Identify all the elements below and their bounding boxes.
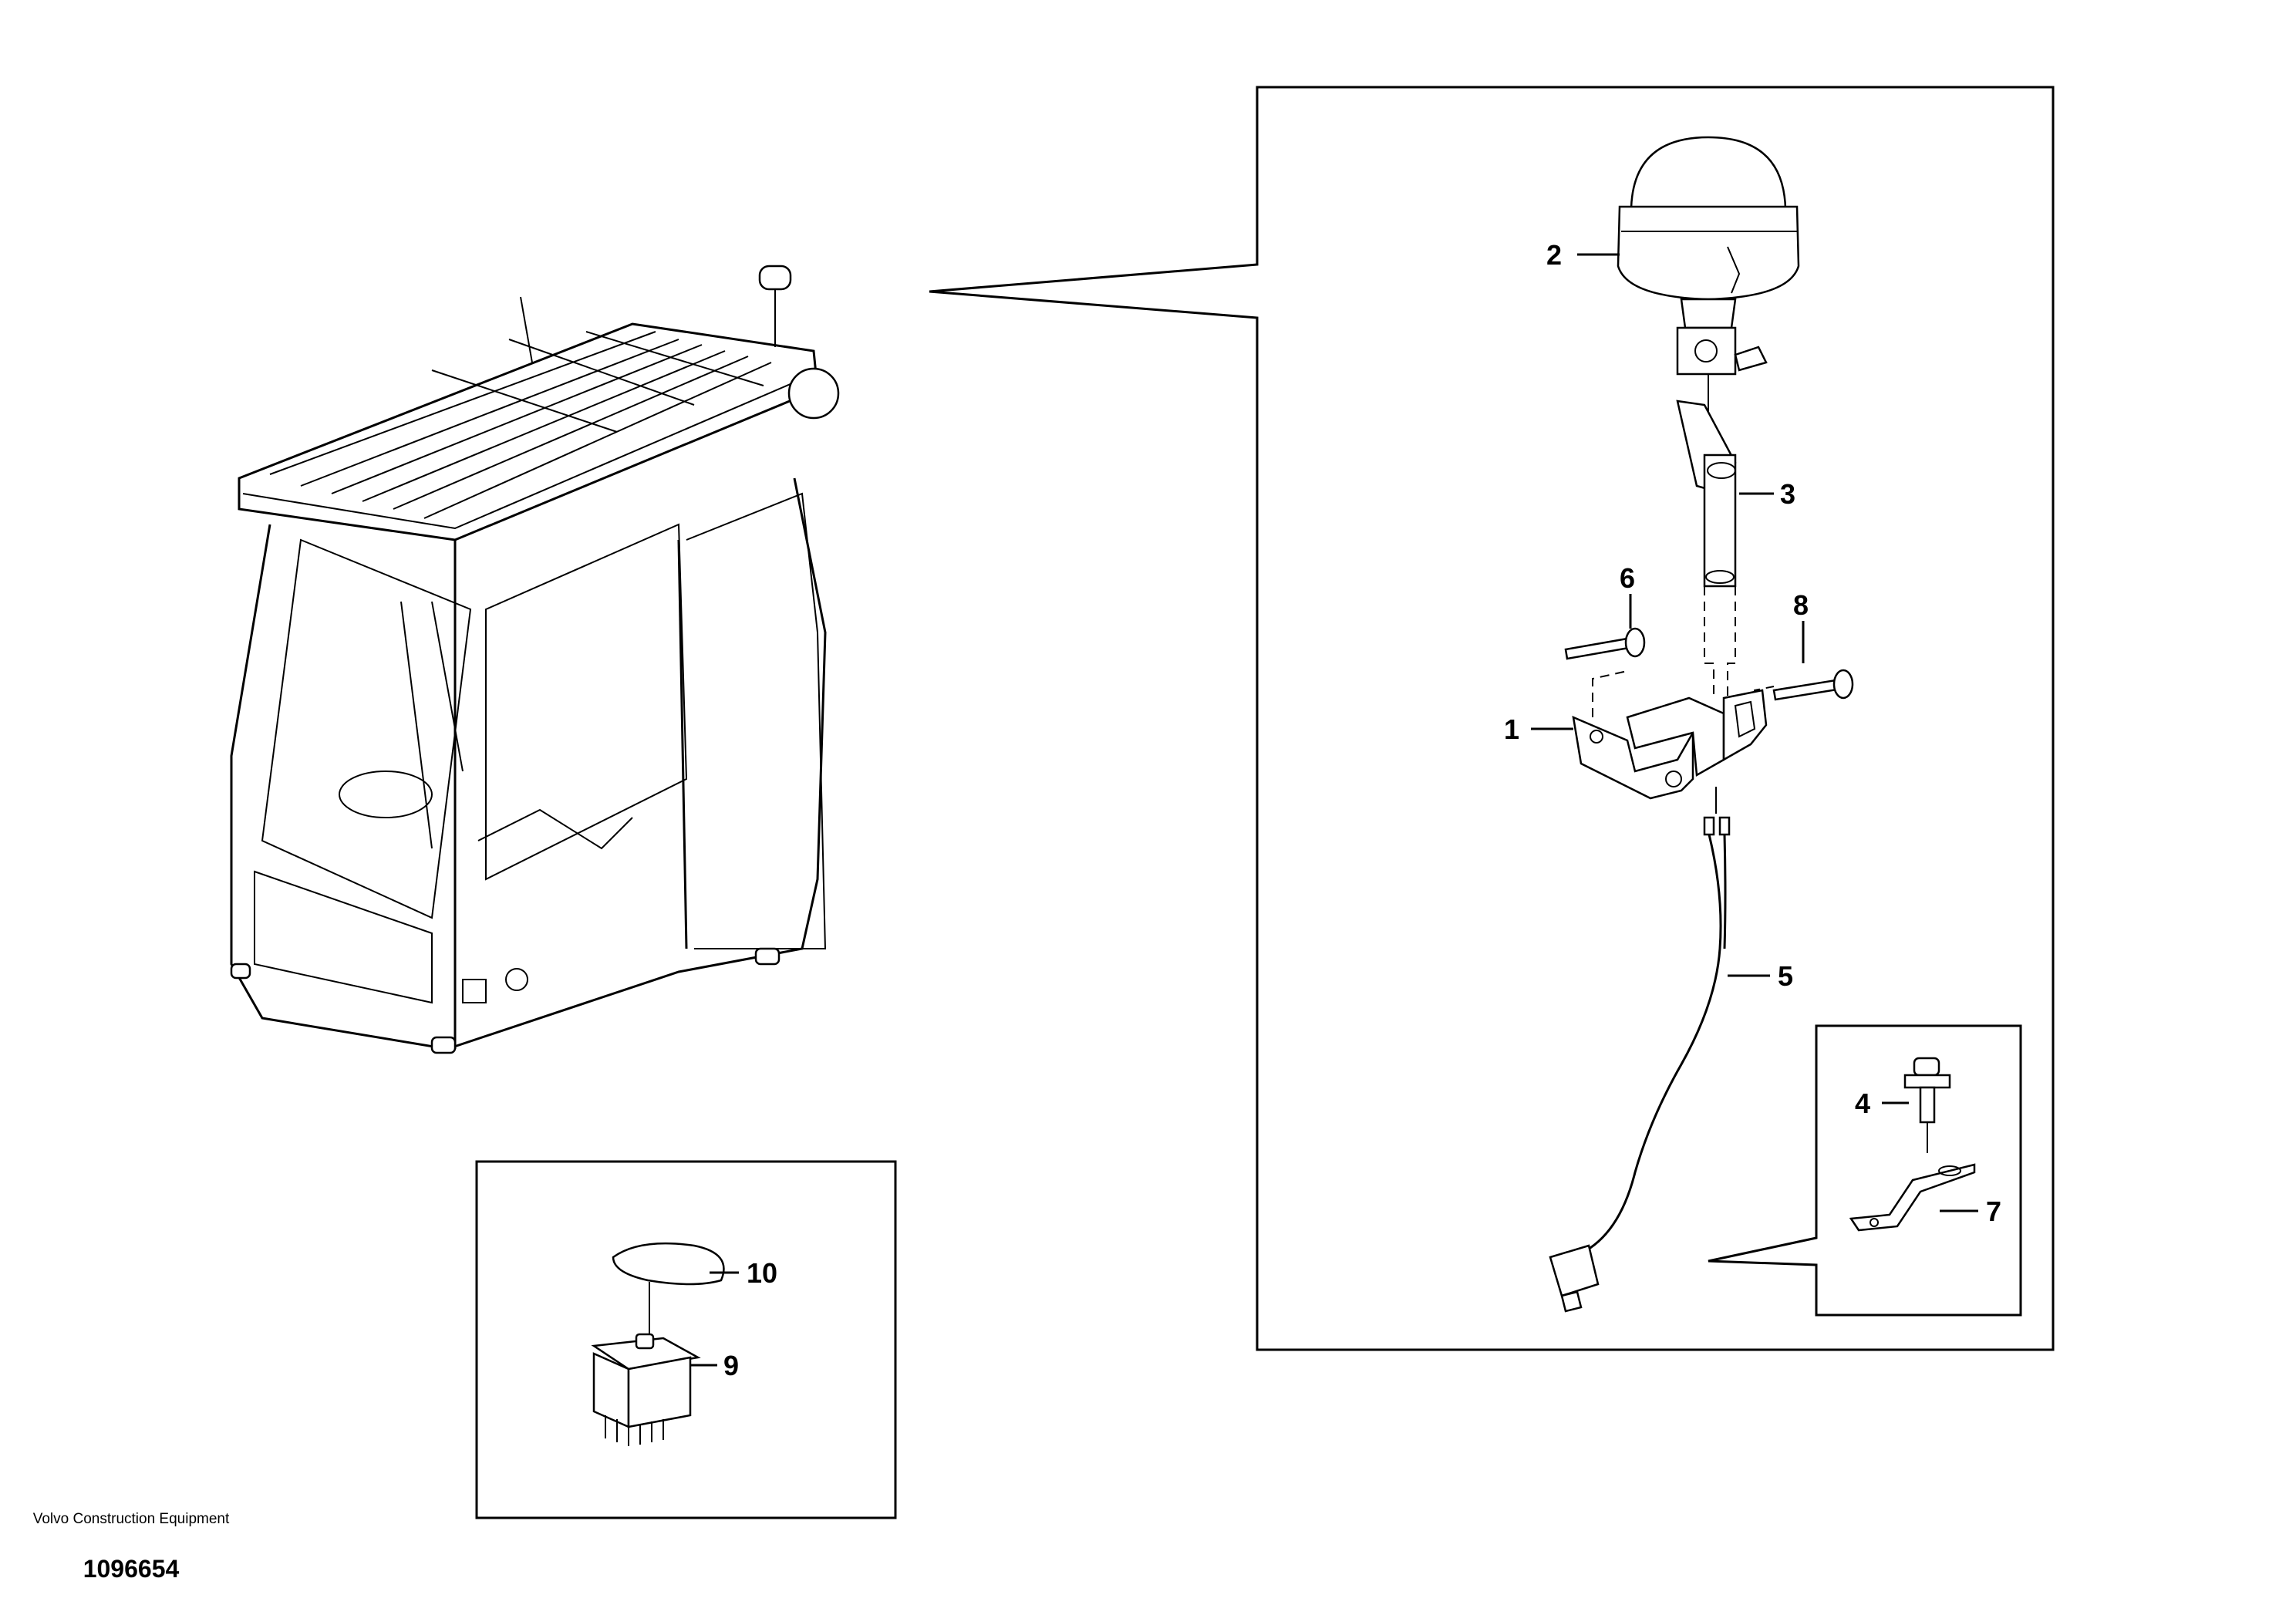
mounting-pole-part bbox=[1676, 374, 1737, 698]
footer: Volvo Construction Equipment 1096654 bbox=[31, 1510, 231, 1583]
callout-3: 3 bbox=[1780, 478, 1795, 510]
callout-1: 1 bbox=[1504, 713, 1519, 745]
callout-6: 6 bbox=[1620, 562, 1635, 594]
callout-8: 8 bbox=[1793, 589, 1809, 621]
bolt-part-6 bbox=[1564, 627, 1646, 660]
callout-10: 10 bbox=[747, 1257, 777, 1289]
leader-lines bbox=[690, 253, 1978, 1367]
bolt-part-8 bbox=[1772, 669, 1854, 701]
callout-2: 2 bbox=[1546, 239, 1562, 271]
callout-9: 9 bbox=[723, 1350, 739, 1381]
bracket-part bbox=[1572, 670, 1775, 800]
callout-5: 5 bbox=[1778, 960, 1793, 992]
cab-overview-illustration bbox=[230, 265, 840, 1054]
drawing-number: 1096654 bbox=[83, 1555, 180, 1583]
beacon-detail-frame bbox=[929, 86, 2055, 1351]
screw-part-4 bbox=[1903, 1057, 1951, 1153]
rocker-switch-part-9 bbox=[591, 1333, 701, 1446]
switch-cap-part-10 bbox=[612, 1242, 725, 1338]
callout-4: 4 bbox=[1855, 1088, 1870, 1119]
beacon-light-part bbox=[1617, 136, 1800, 376]
company-name: Volvo Construction Equipment bbox=[32, 1511, 230, 1527]
callout-7: 7 bbox=[1986, 1195, 2001, 1227]
cable-harness-part bbox=[1549, 787, 1731, 1313]
clamp-part-7 bbox=[1849, 1163, 1976, 1232]
switch-detail-frame bbox=[475, 1160, 897, 1519]
inset-detail-frame bbox=[1708, 1024, 2022, 1317]
